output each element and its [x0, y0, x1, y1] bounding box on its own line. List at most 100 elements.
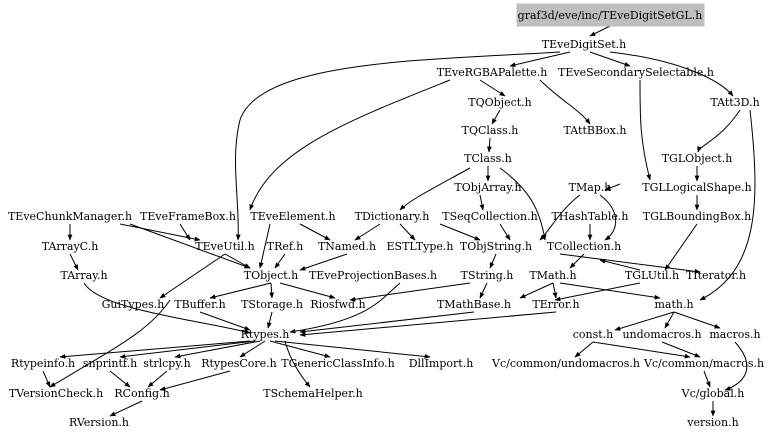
edge-55	[199, 311, 251, 331]
node-RtypesCore[interactable]: RtypesCore.h	[201, 357, 277, 370]
node-TNamed[interactable]: TNamed.h	[318, 240, 376, 253]
node-TAtt3D[interactable]: TAtt3D.h	[710, 96, 759, 109]
edge-32	[439, 223, 481, 241]
node-VcUndomacros[interactable]: Vc/common/undomacros.h	[491, 357, 640, 370]
edge-37	[299, 253, 348, 271]
node-TObjString[interactable]: TObjString.h	[460, 240, 532, 253]
edge-7	[639, 79, 652, 181]
node-TString[interactable]: TString.h	[461, 269, 514, 282]
edge-79	[109, 400, 143, 417]
edge-75	[42, 370, 51, 388]
node-TEveSecondarySelectable[interactable]: TEveSecondarySelectable.h	[558, 66, 714, 79]
edge-28	[299, 223, 331, 241]
node-TArray[interactable]: TArray.h	[60, 269, 107, 282]
node-snprintf[interactable]: snprintf.h	[83, 357, 137, 370]
edge-44	[279, 282, 336, 299]
node-TMath[interactable]: TMath.h	[529, 269, 576, 282]
edge-65	[703, 370, 711, 388]
edge-15	[479, 194, 485, 211]
root-node-label[interactable]: graf3d/eve/inc/TEveDigitSetGL.h	[518, 9, 703, 22]
edge-56	[266, 311, 273, 329]
node-TClass[interactable]: TClass.h	[464, 152, 512, 165]
edge-77	[147, 370, 168, 388]
node-RVersion[interactable]: RVersion.h	[69, 416, 129, 429]
node-TIterator[interactable]: TIterator.h	[686, 269, 746, 282]
edge-58	[614, 311, 675, 331]
edge-49	[552, 282, 558, 299]
node-TEveUtil[interactable]: TEveUtil.h	[195, 240, 254, 253]
edge-51	[554, 282, 641, 302]
node-strlcpy[interactable]: strlcpy.h	[143, 357, 190, 370]
edge-2	[589, 51, 631, 67]
node-math[interactable]: math.h	[654, 298, 693, 311]
node-Riosfwd[interactable]: Riosfwd.h	[310, 298, 365, 311]
edge-24	[69, 253, 79, 271]
edge-0	[589, 25, 611, 37]
node-VcGlobal[interactable]: Vc/global.h	[681, 387, 745, 400]
edge-33	[499, 223, 511, 241]
node-TSeqCollection[interactable]: TSeqCollection.h	[442, 210, 537, 223]
edge-36	[274, 253, 286, 269]
node-VcMacros[interactable]: Vc/common/macros.h	[643, 357, 764, 370]
node-DllImport[interactable]: DllImport.h	[409, 357, 474, 370]
edge-60	[673, 311, 721, 329]
edge-45	[289, 282, 401, 334]
node-TEveChunkManager[interactable]: TEveChunkManager.h	[8, 210, 132, 223]
node-RConfig[interactable]: RConfig.h	[114, 387, 169, 400]
edge-68	[119, 340, 256, 359]
node-TSchemaHelper[interactable]: TSchemaHelper.h	[263, 387, 362, 400]
edge-14	[499, 167, 547, 241]
node-TStorage[interactable]: TStorage.h	[241, 298, 303, 311]
node-TObject[interactable]: TObject.h	[244, 269, 298, 282]
node-TGLUtil[interactable]: TGLUtil.h	[625, 269, 679, 282]
edge-78	[159, 370, 231, 391]
node-TEveFrameBox[interactable]: TEveFrameBox.h	[140, 210, 236, 223]
node-TQClass[interactable]: TQClass.h	[462, 124, 519, 137]
edge-72	[274, 340, 431, 359]
edge-42	[209, 282, 272, 300]
edge-73	[49, 299, 171, 388]
node-THashTable[interactable]: THashTable.h	[552, 210, 629, 223]
node-Rtypes[interactable]: Rtypes.h	[241, 328, 290, 341]
edge-40	[559, 253, 701, 274]
edge-16	[599, 194, 617, 241]
node-TGLLogicalShape[interactable]: TGLLogicalShape.h	[642, 181, 751, 194]
node-TMathBase[interactable]: TMathBase.h	[437, 298, 511, 311]
node-macros[interactable]: macros.h	[709, 328, 760, 341]
node-TGLBoundingBox[interactable]: TGLBoundingBox.h	[643, 210, 751, 223]
node-TGLObject[interactable]: TGLObject.h	[662, 152, 733, 165]
node-TAttBBox[interactable]: TAttBBox.h	[564, 124, 627, 137]
node-const[interactable]: const.h	[573, 328, 614, 341]
edge-6	[539, 79, 591, 125]
edge-67	[59, 340, 251, 359]
node-TEveProjectionBases[interactable]: TEveProjectionBases.h	[309, 269, 437, 282]
node-TDictionary[interactable]: TDictionary.h	[355, 210, 430, 223]
node-ESTLType[interactable]: ESTLType.h	[387, 240, 454, 253]
edge-19	[604, 183, 621, 191]
edge-13	[399, 167, 471, 211]
node-version[interactable]: version.h	[686, 416, 738, 429]
node-TError[interactable]: TError.h	[532, 298, 579, 311]
edge-50	[559, 282, 661, 300]
node-TVersionCheck[interactable]: TVersionCheck.h	[9, 387, 103, 400]
edge-64	[724, 341, 748, 391]
node-TQObject[interactable]: TQObject.h	[468, 96, 532, 109]
node-TMap[interactable]: TMap.h	[569, 181, 612, 194]
node-TArrayC[interactable]: TArrayC.h	[42, 240, 99, 253]
edge-34	[224, 253, 251, 269]
edge-21	[664, 223, 698, 271]
node-TEveRGBAPalette[interactable]: TEveRGBAPalette.h	[437, 66, 548, 79]
node-Rtypeinfo[interactable]: Rtypeinfo.h	[11, 357, 75, 370]
edge-8	[249, 79, 451, 211]
edge-47	[349, 282, 471, 302]
node-TEveDigitSet[interactable]: TEveDigitSet.h	[542, 38, 626, 51]
node-TRef[interactable]: TRef.h	[267, 240, 303, 253]
node-TCollection[interactable]: TCollection.h	[547, 240, 621, 253]
node-TBuffer[interactable]: TBuffer.h	[174, 298, 225, 311]
node-TEveElement[interactable]: TEveElement.h	[250, 210, 335, 223]
node-TObjArray[interactable]: TObjArray.h	[454, 181, 521, 194]
node-undomacros[interactable]: undomacros.h	[622, 328, 701, 341]
node-TGenericClassInfo[interactable]: TGenericClassInfo.h	[281, 357, 394, 370]
node-GuiTypes[interactable]: GuiTypes.h	[102, 298, 165, 311]
edge-46	[479, 282, 488, 299]
